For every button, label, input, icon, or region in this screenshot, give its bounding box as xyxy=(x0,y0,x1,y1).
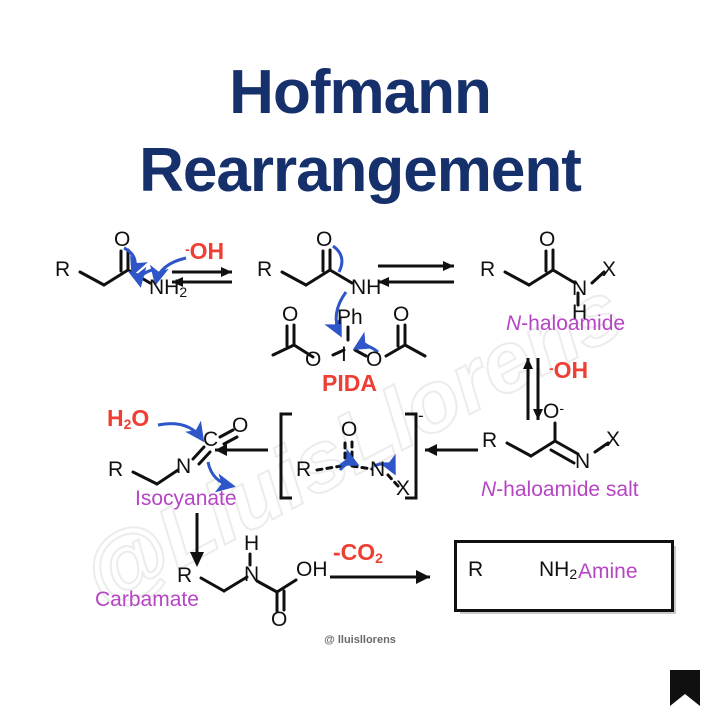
atom-o-carbamate: O xyxy=(271,608,288,631)
atom-x-salt: X xyxy=(606,428,621,451)
atom-r-n-haloamide: R xyxy=(480,258,496,281)
atom-r-amide-anion: R xyxy=(257,258,273,281)
page-title-line2: Rearrangement xyxy=(139,136,582,205)
bracket-charge: - xyxy=(418,406,424,425)
atom-ph-pida: Ph xyxy=(337,306,363,329)
atom-o-ester-right: O xyxy=(366,348,383,371)
atom-n-ts: N xyxy=(370,458,386,481)
atom-r-salt: R xyxy=(482,429,498,452)
reagent-hydroxide-2: -OH xyxy=(549,357,589,383)
reagent-co2-loss: -CO2 xyxy=(333,539,383,566)
atom-r-amide: R xyxy=(55,258,71,281)
atom-o-n-haloamide: O xyxy=(539,228,556,251)
atom-o-amide-anion: O xyxy=(316,228,333,251)
page-title-line1: Hofmann xyxy=(229,58,492,127)
atom-n-salt: N xyxy=(575,450,591,473)
label-carbamate: Carbamate xyxy=(95,588,199,611)
credit-handle: @ lluisllorens xyxy=(324,634,396,646)
atom-r-carbamate: R xyxy=(177,564,193,587)
atom-o-amide: O xyxy=(114,228,131,251)
atom-nh2-amide: NH2 xyxy=(149,276,188,300)
atom-o-ester-left: O xyxy=(305,348,322,371)
atom-o-isocyanate: O xyxy=(232,414,249,437)
atom-r-isocyanate: R xyxy=(108,458,124,481)
atom-h-carbamate: H xyxy=(244,532,260,555)
atom-n-isocyanate: N xyxy=(176,455,192,478)
label-isocyanate: Isocyanate xyxy=(135,487,237,510)
label-n-haloamide-salt: N-haloamide salt xyxy=(481,478,639,501)
atom-o-ts: O xyxy=(341,418,358,441)
reagent-hydroxide-1: -OH xyxy=(185,238,225,264)
atom-o-acetate-right: O xyxy=(393,303,410,326)
label-amine: Amine xyxy=(578,560,638,583)
atom-n-carbamate: N xyxy=(244,563,260,586)
atom-r-amine: R xyxy=(468,558,484,581)
atom-c-isocyanate: C xyxy=(203,428,219,451)
atom-n-n-haloamide: N xyxy=(572,277,588,300)
atom-nh-amide-anion: NH xyxy=(351,276,382,299)
label-n-haloamide: N-haloamide xyxy=(506,312,626,335)
product-box xyxy=(454,540,674,612)
bookmark-icon xyxy=(670,670,700,706)
atom-x-n-haloamide: X xyxy=(602,258,617,281)
atom-o-acetate-left: O xyxy=(282,303,299,326)
atom-iodine: I xyxy=(341,343,347,366)
atom-x-ts: X xyxy=(396,477,411,500)
atom-nh2-amine: NH2 xyxy=(539,558,578,582)
atom-h-n-haloamide: H xyxy=(572,301,588,324)
label-pida: PIDA xyxy=(322,370,377,396)
atom-r-ts: R xyxy=(296,458,312,481)
atom-o-minus-salt: O- xyxy=(543,400,565,423)
atom-oh-carbamate: OH xyxy=(296,558,328,581)
reagent-water: H2O xyxy=(107,405,150,432)
